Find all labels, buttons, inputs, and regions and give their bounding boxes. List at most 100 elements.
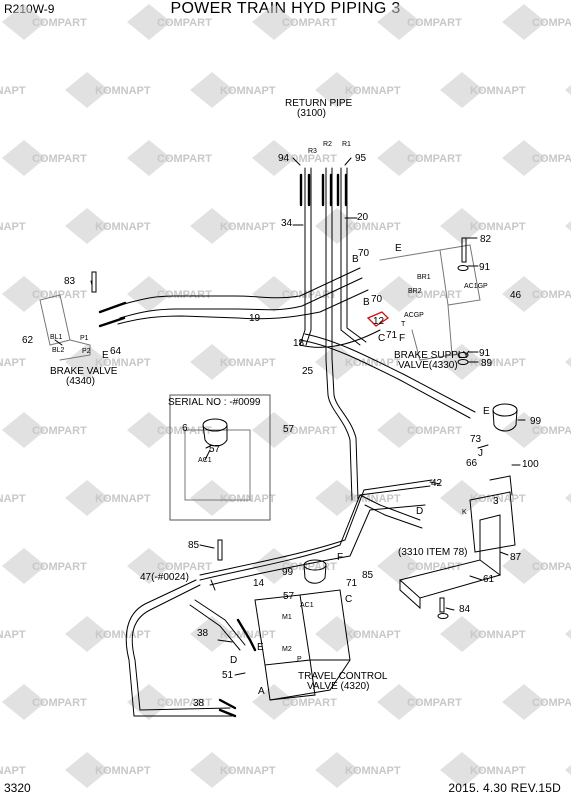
watermark-diamond [565, 85, 571, 95]
part-95: 95 [355, 153, 367, 164]
part-100: 100 [522, 459, 539, 470]
watermark-diamond [440, 752, 484, 788]
watermark-diamond [377, 412, 421, 448]
watermark-text: KOMNAPT [220, 221, 276, 233]
part-94: 94 [278, 153, 290, 164]
watermark-diamond [565, 765, 571, 775]
watermark-text: KOMNAPT [0, 85, 26, 97]
part-85a: 85 [188, 540, 200, 551]
travel-valve-label: TRAVEL CONTROL [298, 671, 388, 682]
part-64: 64 [110, 346, 122, 357]
watermark-diamond [127, 140, 171, 176]
watermark-diamond [65, 208, 109, 244]
port-d-2: D [230, 655, 237, 666]
part-99b: 99 [282, 567, 294, 578]
watermark-text: KOMNAPT [345, 629, 401, 641]
watermark-text: KOMNAPT [345, 765, 401, 777]
part-42: 42 [431, 478, 443, 489]
return-pipe-ref: (3100) [297, 108, 326, 119]
watermark-diamond [502, 276, 546, 312]
watermark-diamond [252, 140, 296, 176]
watermark-diamond [65, 616, 109, 652]
watermark-diamond [65, 752, 109, 788]
watermark-diamond [2, 548, 46, 584]
part-19: 19 [249, 313, 261, 324]
watermark-text: COMPART [407, 425, 462, 437]
watermark-diamond [502, 684, 546, 720]
watermark-diamond [252, 4, 296, 40]
watermark-diamond [565, 629, 571, 639]
brake-supply-ref: VALVE(4330) [398, 360, 458, 371]
watermark-text: KOMNAPT [0, 357, 26, 369]
watermark-text: COMPART [282, 153, 337, 165]
return-pipe-label: RETURN PIPE [285, 98, 353, 109]
watermark-diamond [440, 208, 484, 244]
watermark-text: KOMNAPT [345, 85, 401, 97]
port-p1: P1 [80, 335, 89, 342]
date-revision: 2015. 4.30 REV.15D [448, 781, 561, 795]
port-r2: R2 [323, 141, 332, 148]
port-f-2: F [337, 552, 343, 563]
watermark-text: COMPART [157, 17, 212, 29]
port-p: P [297, 656, 302, 663]
watermark-text: COMPART [157, 697, 212, 709]
watermark-diamond [65, 72, 109, 108]
watermark-text: KOMNAPT [345, 493, 401, 505]
port-e-1: E [395, 243, 402, 254]
part-89: 89 [481, 358, 493, 369]
watermark-diamond [440, 72, 484, 108]
watermark-text: KOMNAPT [0, 493, 26, 505]
port-bl1: BL1 [50, 334, 63, 341]
watermark-diamond [65, 480, 109, 516]
watermark-diamond [190, 616, 234, 652]
watermark-diamond [252, 276, 296, 312]
port-t: T [401, 321, 406, 328]
port-ac1-a: AC1 [198, 457, 212, 464]
watermark-diamond [502, 4, 546, 40]
watermark-text: COMPART [282, 17, 337, 29]
watermark-text: KOMNAPT [470, 221, 526, 233]
port-m2: M2 [282, 646, 292, 653]
watermark-text: KOMNAPT [0, 221, 26, 233]
watermark-diamond [252, 412, 296, 448]
port-ac1-b: AC1 [300, 602, 314, 609]
watermark-diamond [377, 4, 421, 40]
watermark-text: COMPART [407, 561, 462, 573]
watermark-text: COMPART [532, 17, 571, 29]
watermark-text: KOMNAPT [95, 765, 151, 777]
travel-valve-ref: VALVE (4320) [307, 681, 369, 692]
watermark-diamond [377, 140, 421, 176]
watermark-diamond [190, 480, 234, 516]
part-25: 25 [302, 366, 314, 377]
port-k: K [462, 509, 467, 516]
watermark-diamond [127, 276, 171, 312]
port-r1: R1 [342, 141, 351, 148]
watermark-text: COMPART [407, 289, 462, 301]
port-r3: R3 [308, 148, 317, 155]
port-ac1gp: AC1GP [464, 283, 488, 290]
part-73: 73 [470, 434, 482, 445]
brake-supply-label: BRAKE SUPPLY [394, 350, 470, 361]
watermark-diamond [440, 616, 484, 652]
watermark-text: KOMNAPT [220, 85, 276, 97]
port-bl2: BL2 [52, 347, 65, 354]
highlight-fitting-12 [366, 311, 390, 327]
watermark-diamond [252, 684, 296, 720]
watermark-text: KOMNAPT [470, 357, 526, 369]
watermark-text: COMPART [282, 561, 337, 573]
watermark-diamond [502, 412, 546, 448]
watermark-text: KOMNAPT [95, 493, 151, 505]
part-71b: 71 [346, 578, 358, 589]
page-number: 3320 [4, 781, 31, 795]
watermark-text: COMPART [532, 153, 571, 165]
watermark-text: COMPART [407, 697, 462, 709]
port-b-2: B [363, 297, 370, 308]
watermark-diamond [377, 684, 421, 720]
part-91a: 91 [479, 262, 491, 273]
watermark-text: KOMNAPT [95, 85, 151, 97]
port-c-2: C [345, 594, 352, 605]
watermark-diamond [2, 684, 46, 720]
watermark-diamond [315, 480, 359, 516]
port-d-1: D [416, 506, 423, 517]
